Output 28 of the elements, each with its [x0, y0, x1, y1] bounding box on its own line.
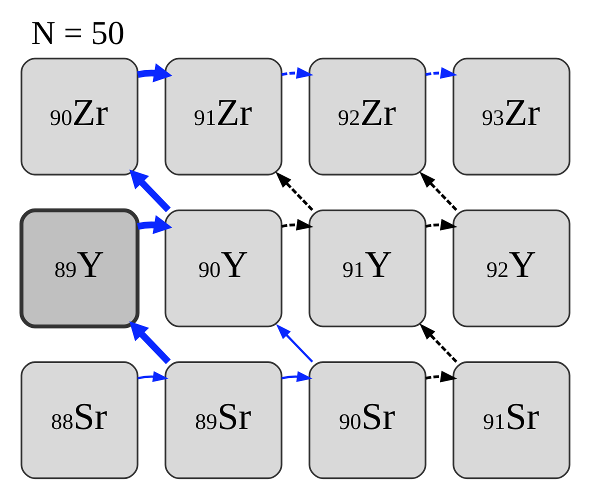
node-box: 91Sr	[452, 361, 570, 480]
arrow	[128, 321, 170, 364]
node-box: 92Y	[452, 210, 570, 328]
arrow	[418, 323, 457, 363]
node-box: 90Zr	[20, 58, 138, 176]
arrow	[424, 67, 457, 79]
node-box: 89Sr	[164, 361, 282, 480]
arrow	[274, 172, 313, 211]
node-box: 89Y	[19, 208, 139, 328]
node-box: 93Zr	[452, 58, 570, 176]
node-box: 91Y	[308, 210, 426, 328]
arrow	[136, 371, 168, 382]
node-box: 90Y	[164, 210, 282, 328]
arrow	[280, 67, 313, 79]
arrow	[136, 63, 172, 82]
arrow	[424, 370, 457, 382]
arrow	[128, 169, 170, 212]
arrow	[280, 218, 313, 231]
arrow	[280, 371, 312, 382]
arrow	[136, 215, 172, 234]
arrow	[418, 172, 457, 211]
arrow	[276, 324, 313, 363]
node-box: 90Sr	[308, 361, 426, 480]
node-box: 91Zr	[164, 58, 282, 176]
node-box: 92Zr	[308, 58, 426, 176]
arrow	[424, 218, 457, 231]
diagram-title: N = 50	[30, 15, 124, 52]
node-box: 88Sr	[20, 361, 138, 480]
